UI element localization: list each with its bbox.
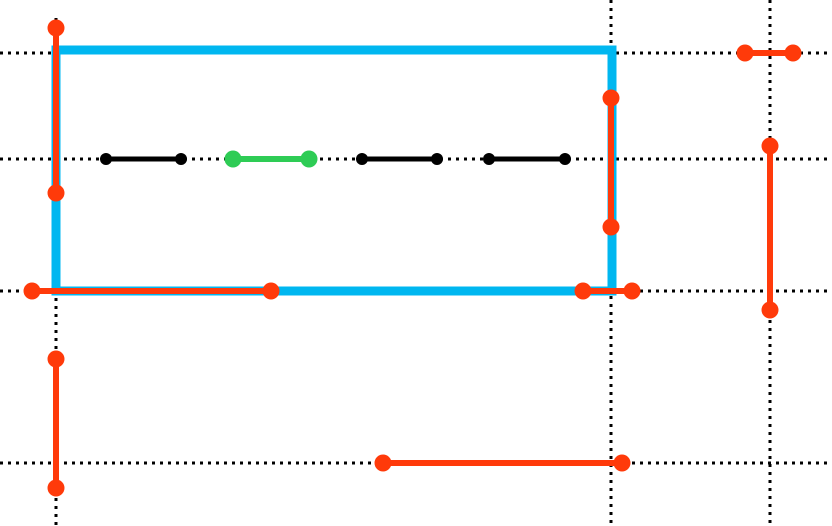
segment-red-top-right-short	[736, 44, 802, 62]
segment-endpoint-start	[602, 89, 620, 107]
segment-red-bottom-left	[23, 282, 280, 300]
segment-endpoint-end	[431, 153, 443, 165]
segment-red-right-mid	[602, 89, 620, 236]
segment-red-lower-left-vertical	[47, 350, 65, 497]
segment-endpoint-end	[559, 153, 571, 165]
segment-endpoint-start	[47, 350, 65, 368]
segment-endpoint-start	[736, 44, 754, 62]
segment-layer	[23, 19, 802, 497]
segment-red-right-vertical	[761, 137, 779, 319]
segment-endpoint-start	[224, 150, 242, 168]
segment-red-bottom-right-short	[574, 282, 641, 300]
segment-endpoint-end	[262, 282, 280, 300]
segment-red-left-top	[47, 19, 65, 202]
segment-endpoint-end	[623, 282, 641, 300]
segment-endpoint-start	[23, 282, 41, 300]
segment-black-1	[100, 153, 187, 165]
segment-black-2	[356, 153, 443, 165]
segment-endpoint-end	[602, 218, 620, 236]
segment-green-1	[224, 150, 318, 168]
segment-endpoint-start	[374, 454, 392, 472]
segment-endpoint-end	[784, 44, 802, 62]
segment-endpoint-end	[47, 184, 65, 202]
rectangle-layer	[51, 45, 617, 296]
segment-endpoint-end	[47, 479, 65, 497]
segment-endpoint-start	[100, 153, 112, 165]
segment-endpoint-start	[47, 19, 65, 37]
segment-endpoint-start	[356, 153, 368, 165]
segment-endpoint-end	[300, 150, 318, 168]
segment-endpoint-end	[761, 301, 779, 319]
segment-endpoint-start	[761, 137, 779, 155]
segment-endpoint-end	[613, 454, 631, 472]
segment-endpoint-end	[175, 153, 187, 165]
segment-endpoint-start	[483, 153, 495, 165]
segment-endpoint-start	[574, 282, 592, 300]
segment-black-3	[483, 153, 571, 165]
segment-red-lower-horizontal	[374, 454, 631, 472]
cyan-rectangle	[51, 45, 617, 296]
